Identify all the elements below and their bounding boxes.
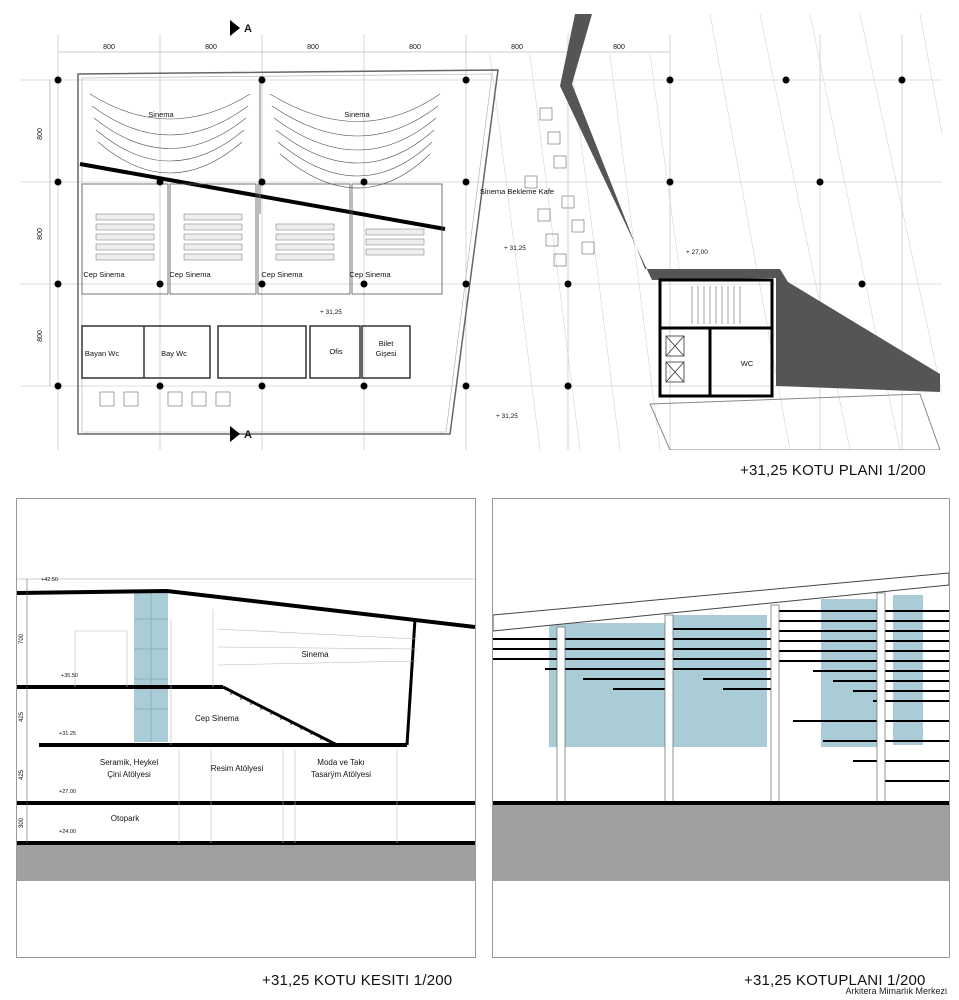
section-interior-lines <box>74 609 418 843</box>
room-label-ofis: Ofis <box>329 347 343 356</box>
room-label-sinema-right: Sinema <box>344 110 370 119</box>
cep-sinema-rooms <box>81 183 443 295</box>
level-label: +35.50 <box>61 673 78 679</box>
height-label: 425 <box>19 711 25 722</box>
plan-level-labels: + 31,25 + 27,00 + 31,25 + 31,25 <box>320 245 708 420</box>
section-level-labels: +42.50 +35.50 +31.25 +27.00 +24.00 <box>41 577 78 835</box>
room-label-sinema: Sinema <box>301 650 329 659</box>
stair-treads <box>691 286 741 324</box>
structural-columns <box>54 76 906 390</box>
height-label: 700 <box>19 633 25 644</box>
dim-label: 800 <box>307 44 319 51</box>
louvre-slats <box>493 610 949 782</box>
cinema-steps <box>230 691 322 740</box>
dim-label: 800 <box>37 128 44 140</box>
dim-label: 800 <box>205 44 217 51</box>
kafe-tables <box>99 107 595 407</box>
glazing-mullions <box>134 592 168 742</box>
cinema-seating <box>89 93 441 189</box>
dim-label: 800 <box>511 44 523 51</box>
room-label-cini: Çini Atölyesi <box>107 770 151 779</box>
level-label: + 31,25 <box>496 413 518 420</box>
section-marker-bottom: A <box>244 429 252 441</box>
room-label-cep-sinema: Cep Sinema <box>83 270 125 279</box>
room-label-otopark: Otopark <box>111 814 140 823</box>
level-label: +27.00 <box>59 789 76 795</box>
room-label-cep-sinema: Cep Sinema <box>349 270 391 279</box>
roof-canopy <box>493 572 949 632</box>
room-label-bay-wc: Bay Wc <box>161 349 187 358</box>
level-label: + 31,25 <box>320 309 342 316</box>
elevation-drawing <box>493 572 949 881</box>
height-label: 300 <box>19 817 25 828</box>
section-markers: A A <box>230 20 252 442</box>
floor-plan-drawing: 800 800 800 800 800 800 800 800 800 <box>20 14 942 450</box>
service-rooms <box>81 325 411 379</box>
service-core <box>658 278 774 398</box>
plan-caption: +31,25 KOTU PLANI 1/200 <box>740 462 926 479</box>
elevation-panel <box>492 498 950 958</box>
dim-label: 800 <box>613 44 625 51</box>
room-label-kafe: Sinema Bekleme Kafe <box>480 187 554 196</box>
section-height-labels: 700 425 425 300 <box>19 633 25 828</box>
level-label: + 31,25 <box>504 245 526 252</box>
room-label-seramik: Seramik, Heykel <box>100 758 158 767</box>
plan-room-labels: Sinema Sinema Cep Sinema Cep Sinema Cep … <box>83 110 753 368</box>
cinema-block-outline <box>77 69 499 435</box>
plan-dimension-labels: 800 800 800 800 800 800 800 800 800 <box>37 44 625 342</box>
watermark: Arkitera Mimarlık Merkezi <box>845 986 947 996</box>
room-label-sinema-left: Sinema <box>148 110 174 119</box>
room-label-cep-sinema: Cep Sinema <box>261 270 303 279</box>
floor-plan-panel: 800 800 800 800 800 800 800 800 800 <box>20 14 942 450</box>
elevators <box>665 335 685 383</box>
level-label: +31.25 <box>59 731 76 737</box>
zigzag-wall <box>560 14 940 392</box>
section-drawing: +42.50 +35.50 +31.25 +27.00 +24.00 700 4… <box>17 499 475 881</box>
room-label-tasarim: Tasarÿm Atölyesi <box>311 770 371 779</box>
dim-label: 800 <box>103 44 115 51</box>
room-label-cep-sinema: Cep Sinema <box>169 270 211 279</box>
dim-label: 800 <box>37 330 44 342</box>
room-label-bayan-wc: Bayan Wc <box>85 349 119 358</box>
cinema-rake <box>222 685 338 747</box>
height-label: 425 <box>19 769 25 780</box>
section-panel: +42.50 +35.50 +31.25 +27.00 +24.00 700 4… <box>16 498 476 958</box>
ground-fill <box>17 845 475 881</box>
dim-label: 800 <box>409 44 421 51</box>
ground-fill <box>493 805 949 881</box>
section-room-labels: Sinema Cep Sinema Seramik, Heykel Çini A… <box>100 650 371 823</box>
plan-hatch-lines <box>489 14 942 450</box>
level-label: +42.50 <box>41 577 58 583</box>
room-label-cep-sinema: Cep Sinema <box>195 714 240 723</box>
cep-sinema-seats <box>95 213 425 261</box>
section-caption: +31,25 KOTU KESITI 1/200 <box>262 972 453 989</box>
section-marker-top: A <box>244 23 252 35</box>
elevation-caption: +31,25 KOTUPLANI 1/200 <box>744 972 926 989</box>
dim-label: 800 <box>37 228 44 240</box>
room-label-bilet: Bilet <box>379 339 395 348</box>
room-label-wc: WC <box>741 359 754 368</box>
room-label-gisesi: Gişesi <box>376 349 397 358</box>
level-label: + 27,00 <box>686 249 708 256</box>
room-label-resim: Resim Atölyesi <box>211 764 264 773</box>
cinema-diagonal-wall <box>79 162 446 231</box>
room-label-moda: Moda ve Takı <box>317 758 364 767</box>
section-slabs <box>17 588 475 845</box>
level-label: +24.00 <box>59 829 76 835</box>
